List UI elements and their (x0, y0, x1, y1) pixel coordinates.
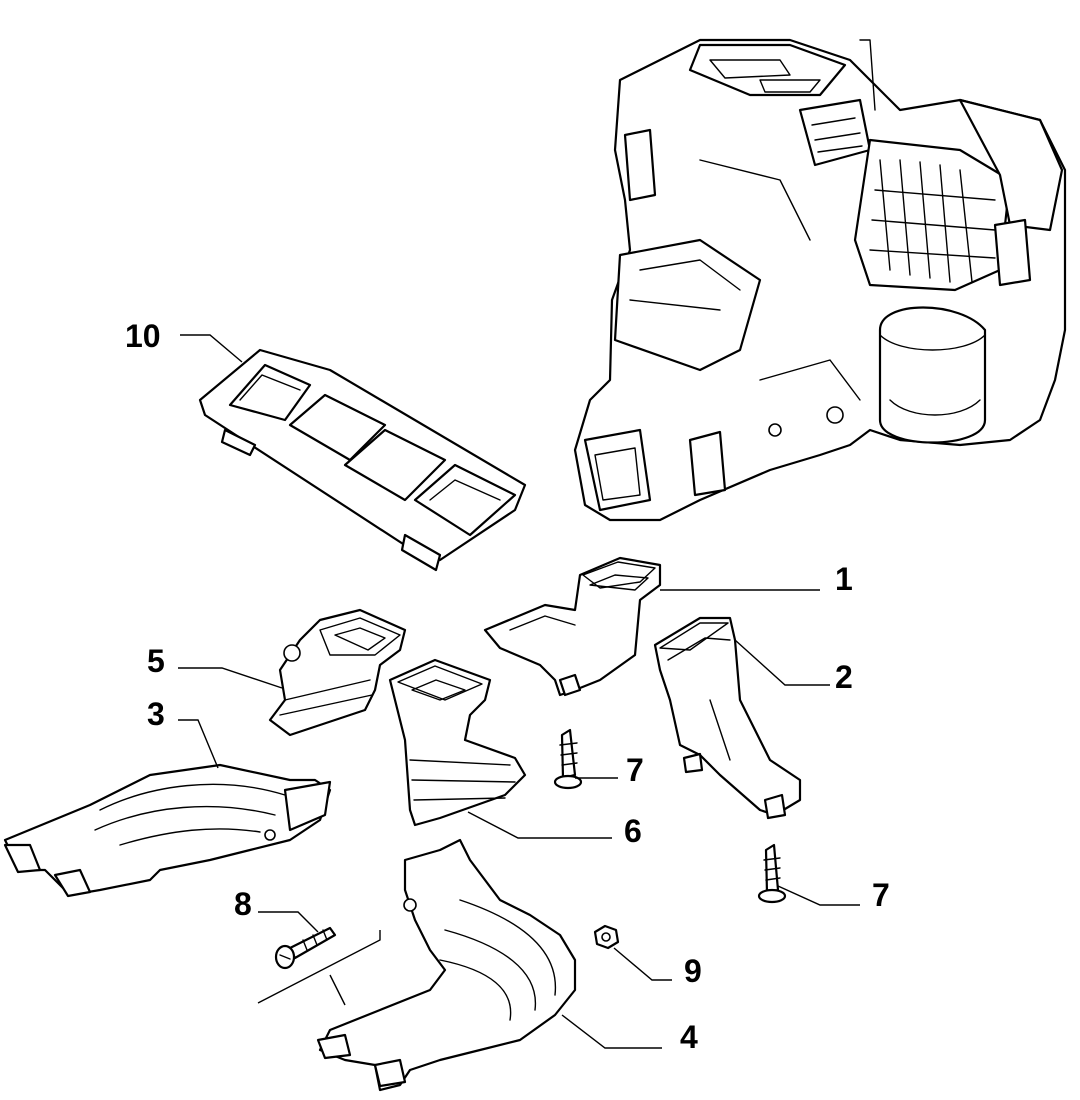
leader-3 (178, 719, 219, 769)
leader-2 (734, 639, 830, 686)
leader-7b (777, 885, 860, 906)
part-3-floor-duct (3, 763, 332, 898)
assembly-bracket-lines (257, 930, 381, 1006)
leader-6 (467, 811, 612, 839)
callout-7a: 7 (626, 752, 644, 788)
part-8-screw (274, 926, 337, 970)
callout-6: 6 (624, 813, 642, 849)
leader-5 (178, 667, 283, 689)
callout-4: 4 (680, 1019, 698, 1055)
callout-3: 3 (147, 696, 165, 732)
callout-5: 5 (147, 643, 165, 679)
part-5-vent (268, 608, 407, 737)
callout-8: 8 (234, 886, 252, 922)
part-1-duct (483, 556, 662, 697)
part-7-screw-b (757, 843, 787, 904)
part-6-vent (388, 658, 527, 827)
callout-1: 1 (835, 561, 853, 597)
part-9-nut (593, 924, 620, 950)
leader-8 (258, 911, 319, 933)
leader-9 (613, 947, 672, 981)
part-4-floor-duct (316, 838, 577, 1092)
hvac-unit-assembly (573, 38, 1067, 522)
callout-7b: 7 (872, 877, 890, 913)
part-7-screw-a (553, 728, 583, 790)
leader-4 (561, 1014, 662, 1049)
leader-lines (178, 334, 860, 1049)
callout-2: 2 (835, 659, 853, 695)
part-10-vent-frame (198, 348, 527, 572)
leader-10 (180, 334, 243, 363)
callout-9: 9 (684, 953, 702, 989)
callout-10: 10 (125, 318, 161, 354)
part-2-duct (653, 616, 802, 820)
